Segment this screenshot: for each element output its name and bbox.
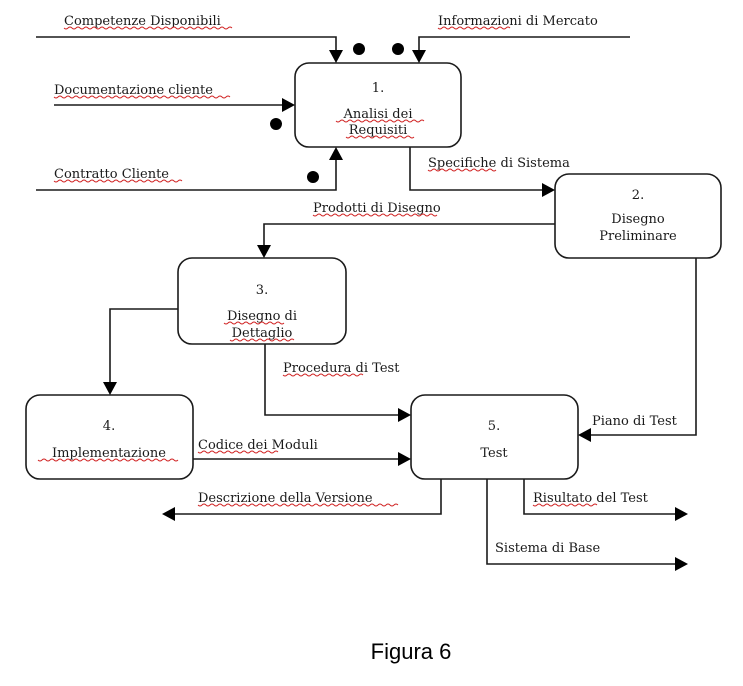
process-2-label-line1: Disegno (611, 212, 665, 227)
flow-piano-line (589, 258, 697, 436)
process-3-disegno-dettaglio: 3. Disegno di Dettaglio (177, 257, 347, 345)
process-1-number: 1. (372, 81, 384, 96)
flow-competenze-disponibili: Competenze Disponibili (36, 14, 343, 63)
arrowhead-right-icon (542, 183, 555, 197)
flow-specifiche-sistema: Specifiche di Sistema (409, 147, 570, 197)
process-3-number: 3. (256, 283, 268, 298)
spellcheck-squiggle (63, 26, 233, 30)
process-1-analisi-requisiti: 1. Analisi dei Requisiti (294, 62, 462, 148)
arrowhead-left-icon (162, 507, 175, 521)
arrowhead-right-icon (675, 557, 688, 571)
spellcheck-squiggle (53, 179, 183, 183)
arrowhead-down-icon (329, 50, 343, 63)
flow-dettaglio-to-implementazione (103, 308, 178, 395)
flow-specifiche-label: Specifiche di Sistema (428, 156, 570, 171)
process-2-disegno-preliminare: 2. Disegno Preliminare (554, 173, 722, 259)
arrowhead-right-icon (282, 98, 295, 112)
figure-caption: Figura 6 (371, 639, 452, 664)
flow-competenze-label: Competenze Disponibili (64, 14, 221, 29)
spellcheck-squiggle (229, 338, 295, 342)
spellcheck-squiggle (335, 119, 425, 123)
arrowhead-down-icon (257, 245, 271, 258)
marker-dot (307, 171, 319, 183)
process-3-label-line1: Disegno di (227, 309, 297, 324)
flow-3-to-4-line (109, 308, 178, 384)
flow-codice-label: Codice dei Moduli (198, 438, 318, 453)
spellcheck-squiggle (37, 458, 179, 462)
flow-informazioni-line (418, 36, 630, 52)
process-4-implementazione: 4. Implementazione (25, 394, 194, 480)
arrowhead-down-icon (412, 50, 426, 63)
spellcheck-squiggle (345, 135, 415, 139)
arrowhead-right-icon (398, 452, 411, 466)
flow-contratto-cliente: Contratto Cliente (36, 147, 343, 191)
flow-prodotti-line (263, 223, 555, 247)
process-5-number: 5. (488, 419, 500, 434)
flow-procedura-label: Procedura di Test (283, 361, 400, 376)
spellcheck-squiggle (53, 95, 231, 99)
flow-risultato-line (523, 479, 677, 515)
spellcheck-squiggle (197, 450, 279, 454)
flow-procedura-line (264, 344, 400, 416)
flow-sistema-line (486, 479, 677, 565)
arrowhead-right-icon (398, 408, 411, 422)
arrowhead-right-icon (675, 507, 688, 521)
flow-contratto-line (36, 158, 337, 191)
spellcheck-squiggle (312, 213, 438, 217)
marker-dot (392, 43, 404, 55)
arrowhead-down-icon (103, 382, 117, 395)
spellcheck-squiggle (223, 321, 285, 325)
arrowhead-left-icon (578, 428, 591, 442)
flow-prodotti-disegno: Prodotti di Disegno (257, 201, 555, 258)
spellcheck-squiggle (197, 503, 399, 507)
spellcheck-squiggle (427, 168, 497, 172)
marker-dot (270, 118, 282, 130)
flow-piano-label: Piano di Test (592, 414, 678, 429)
flow-documentazione-cliente: Documentazione cliente (54, 83, 295, 112)
flow-informazioni-label: Informazioni di Mercato (438, 14, 598, 29)
flow-procedura-test: Procedura di Test (264, 344, 411, 422)
marker-dot (353, 43, 365, 55)
flow-contratto-label: Contratto Cliente (54, 167, 169, 182)
flow-specifiche-line (409, 147, 544, 191)
process-4-box (25, 394, 194, 480)
flow-piano-test: Piano di Test (578, 258, 697, 442)
flow-descrizione-line (173, 479, 442, 515)
flow-informazioni-mercato: Informazioni di Mercato (412, 14, 630, 63)
flow-competenze-line (36, 36, 337, 52)
flow-codice-moduli: Codice dei Moduli (193, 438, 411, 466)
flow-descrizione-versione: Descrizione della Versione (162, 479, 442, 521)
flow-sistema-label: Sistema di Base (495, 541, 600, 556)
process-2-box (554, 173, 722, 259)
flow-documentazione-label: Documentazione cliente (54, 83, 213, 98)
process-2-label-line2: Preliminare (599, 229, 677, 244)
process-5-label-line1: Test (480, 446, 508, 461)
process-4-number: 4. (103, 419, 115, 434)
process-1-label-line1: Analisi dei (343, 107, 413, 122)
process-2-number: 2. (632, 188, 644, 203)
spellcheck-squiggle (532, 503, 598, 507)
flow-descrizione-label: Descrizione della Versione (198, 491, 373, 506)
arrowhead-up-icon (329, 147, 343, 160)
spellcheck-squiggle (282, 373, 364, 377)
spellcheck-squiggle (437, 26, 511, 30)
process-5-box (410, 394, 579, 480)
flow-prodotti-label: Prodotti di Disegno (313, 201, 441, 216)
flow-risultato-test: Risultato del Test (523, 479, 688, 521)
spellcheck-underlines (37, 26, 598, 507)
process-4-label-line1: Implementazione (52, 446, 166, 461)
process-3-label-line2: Dettaglio (232, 326, 293, 341)
process-1-label-line2: Requisiti (349, 123, 408, 138)
process-5-test: 5. Test (410, 394, 579, 480)
flow-risultato-label: Risultato del Test (533, 491, 649, 506)
flow-sistema-base: Sistema di Base (486, 479, 688, 571)
process-3-box (177, 257, 347, 345)
